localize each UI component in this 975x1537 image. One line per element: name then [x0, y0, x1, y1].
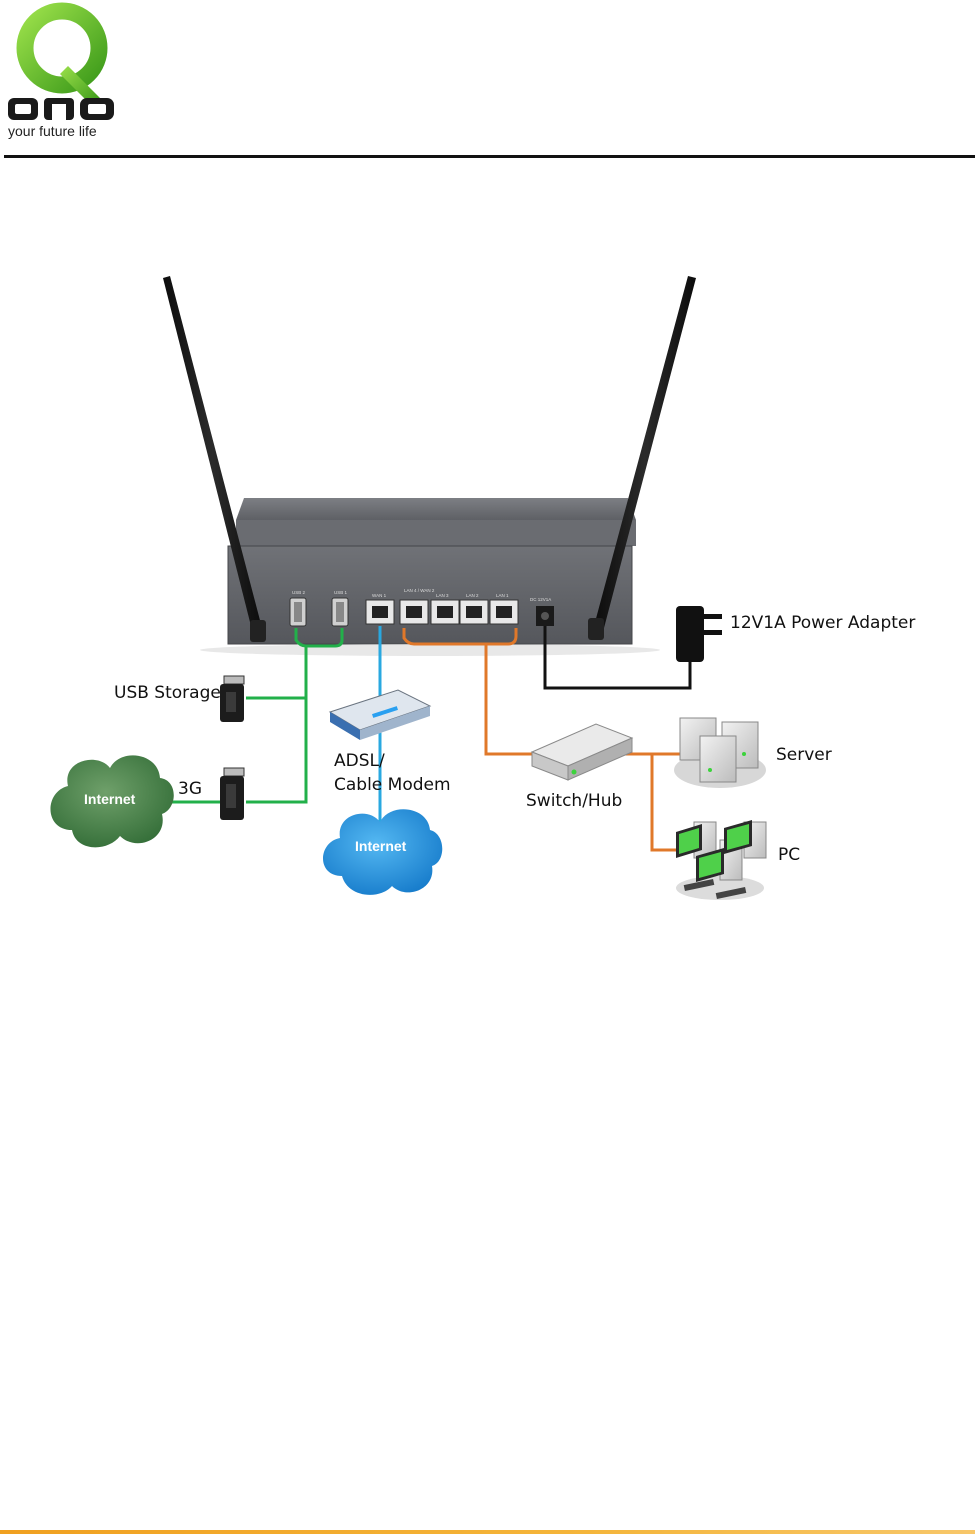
- pc-label: PC: [778, 845, 800, 865]
- svg-text:LAN 1: LAN 1: [496, 593, 509, 598]
- svg-text:WAN 1: WAN 1: [372, 593, 387, 598]
- usb-storage-label: USB Storage: [114, 683, 221, 703]
- modem-label-line2: Cable Modem: [334, 775, 451, 795]
- svg-text:USB 2: USB 2: [292, 590, 306, 595]
- usb-storage-stick-icon: [220, 676, 244, 722]
- switch-hub-label: Switch/Hub: [526, 791, 622, 811]
- modem-label-line1: ADSL/: [334, 751, 385, 771]
- svg-text:LAN 4 / WAN 2: LAN 4 / WAN 2: [404, 588, 435, 593]
- 3g-label: 3G: [178, 779, 202, 799]
- internet-green-label: Internet: [84, 791, 136, 807]
- footer-rule: [0, 1530, 975, 1534]
- 3g-dongle-icon: [220, 768, 244, 820]
- power-adapter-label: 12V1A Power Adapter: [730, 613, 915, 633]
- svg-text:USB 1: USB 1: [334, 590, 348, 595]
- svg-text:LAN 3: LAN 3: [436, 593, 449, 598]
- svg-text:DC 12V1A: DC 12V1A: [530, 597, 551, 602]
- server-label: Server: [776, 745, 832, 765]
- svg-text:LAN 2: LAN 2: [466, 593, 479, 598]
- internet-blue-label: Internet: [355, 838, 407, 854]
